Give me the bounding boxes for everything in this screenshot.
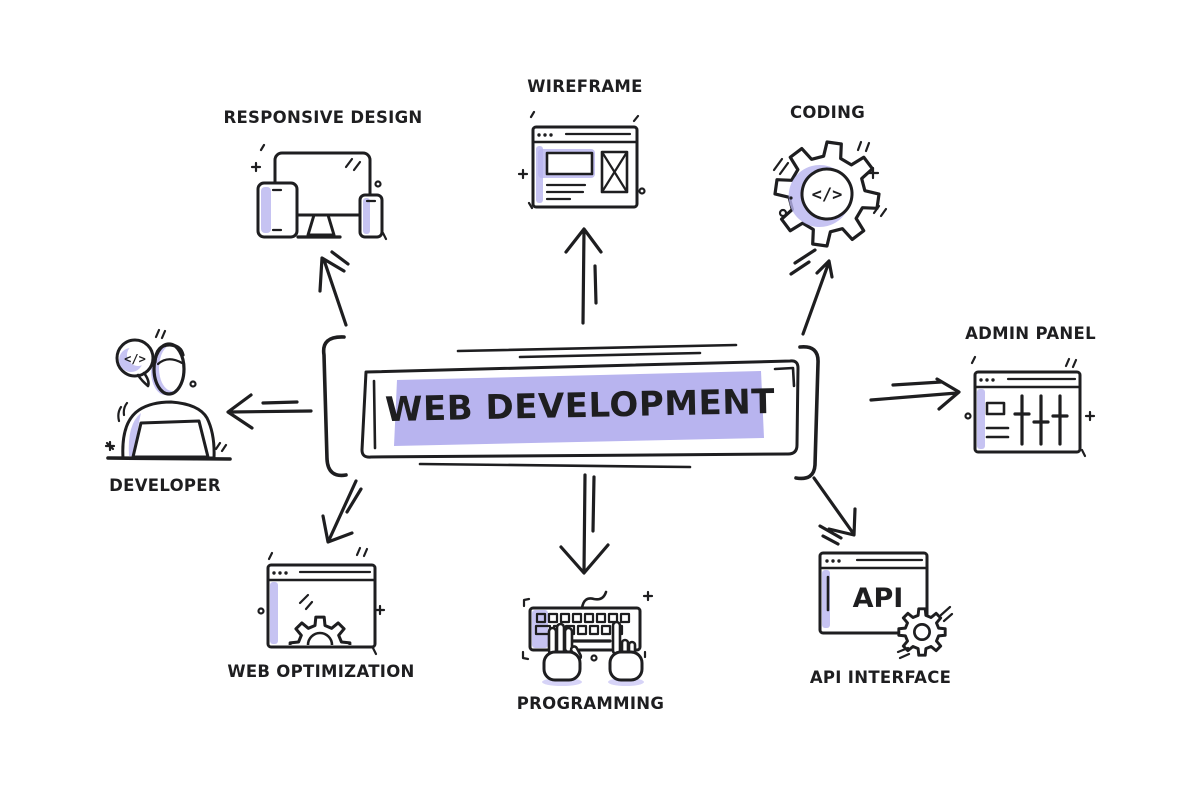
sparkle-dot [964, 412, 972, 420]
sparkle-ticks [527, 110, 640, 210]
center-banner: WEB DEVELOPMENT [300, 326, 850, 486]
node-label: WIREFRAME [527, 77, 643, 96]
sparkle-asterisk [104, 440, 116, 452]
banner-inner-left-line [372, 379, 377, 450]
banner-highlight [394, 371, 764, 446]
arrow-to-developer [226, 393, 313, 430]
banner-left-bracket [321, 335, 348, 478]
banner-frame-art [321, 335, 820, 481]
sparkle-quotes [856, 140, 888, 218]
banner-top-echo-lines [456, 343, 738, 359]
keyboard-typing-icon [521, 590, 654, 686]
sparkle-slashes [772, 157, 790, 176]
node-label: PROGRAMMING [516, 694, 665, 713]
node-coding: CODING </> [765, 102, 890, 257]
sparkle-comma [371, 646, 378, 656]
sparkle-plus [517, 168, 529, 180]
face-fringe [156, 358, 184, 366]
browser-sliders-icon [964, 355, 1096, 458]
node-admin-panel: ADMIN PANEL [963, 324, 1098, 464]
sparkle-dot [189, 380, 197, 388]
node-api-interface: API API INTERFACE [803, 541, 958, 691]
sparkle-dot [590, 654, 598, 662]
browser-gear-icon [257, 546, 386, 656]
node-label: CODING [789, 103, 866, 122]
node-web-optimization: WEB OPTIMIZATION [227, 546, 414, 686]
arrow-to-wireframe [564, 227, 603, 325]
keyboard-cable [580, 590, 608, 610]
sparkle-comma [1080, 448, 1087, 458]
laptop [131, 419, 210, 459]
banner-corner-tick [773, 366, 796, 388]
speech-bubble-tail [136, 371, 150, 388]
node-programming: PROGRAMMING [516, 586, 665, 718]
left-hand [542, 622, 583, 682]
sparkle-ticks [259, 143, 388, 241]
sparkle-quotes [154, 328, 228, 453]
code-glyph: </> [124, 352, 146, 366]
devices-icon [250, 143, 388, 241]
sparkle-dot [374, 180, 382, 188]
sparkle-corners [521, 597, 647, 661]
sparkle-dot [638, 187, 646, 195]
sparkle-plus [1084, 410, 1096, 422]
sparkle-quotes [267, 546, 369, 561]
node-responsive-design: RESPONSIVE DESIGN [223, 108, 422, 252]
right-hand [608, 620, 644, 682]
code-glyph: </> [812, 185, 843, 205]
banner-right-bracket [794, 345, 820, 481]
arrow-to-web-optimization [321, 479, 363, 544]
node-label: DEVELOPER [109, 476, 221, 495]
browser-api-gear-icon: API [818, 551, 954, 660]
banner-title: WEB DEVELOPMENT [384, 381, 776, 431]
desk-line [106, 456, 232, 461]
arrow-to-admin-panel [869, 377, 961, 411]
api-glyph: API [853, 583, 904, 614]
sparkle-slashes [344, 157, 362, 172]
torso-shading [128, 413, 141, 456]
sparkle-slashes [896, 605, 954, 660]
node-developer: </> DEVELOPER [95, 318, 235, 498]
node-label: WEB OPTIMIZATION [227, 662, 415, 681]
arrow-to-programming [559, 473, 610, 575]
arrow-to-coding [789, 248, 834, 336]
keyboard-keys [534, 612, 631, 636]
node-label: API INTERFACE [809, 668, 952, 687]
monitor-stand [306, 213, 336, 237]
sparkle-dot [257, 607, 265, 615]
node-wireframe: WIREFRAME [515, 74, 655, 224]
sparkle-plus [642, 590, 654, 602]
sparkle-plus [374, 604, 386, 616]
arrow-to-api-interface [812, 476, 857, 546]
sparkle-slashes [298, 593, 314, 611]
sparkle-quotes [970, 355, 1078, 369]
gear-code-icon: </> [767, 134, 888, 254]
hair [153, 343, 185, 364]
node-label: RESPONSIVE DESIGN [223, 108, 423, 127]
banner-bottom-echo-line [418, 462, 692, 469]
arrow-to-responsive-design [318, 250, 350, 327]
arm-arcs [117, 401, 129, 423]
node-label: ADMIN PANEL [965, 324, 1096, 343]
browser-wireframe-icon [517, 110, 646, 210]
sparkle-plus [867, 166, 880, 180]
sparkle-dot [778, 208, 788, 218]
sparkle-plus [250, 161, 262, 173]
person-laptop-icon: </> [104, 328, 232, 461]
